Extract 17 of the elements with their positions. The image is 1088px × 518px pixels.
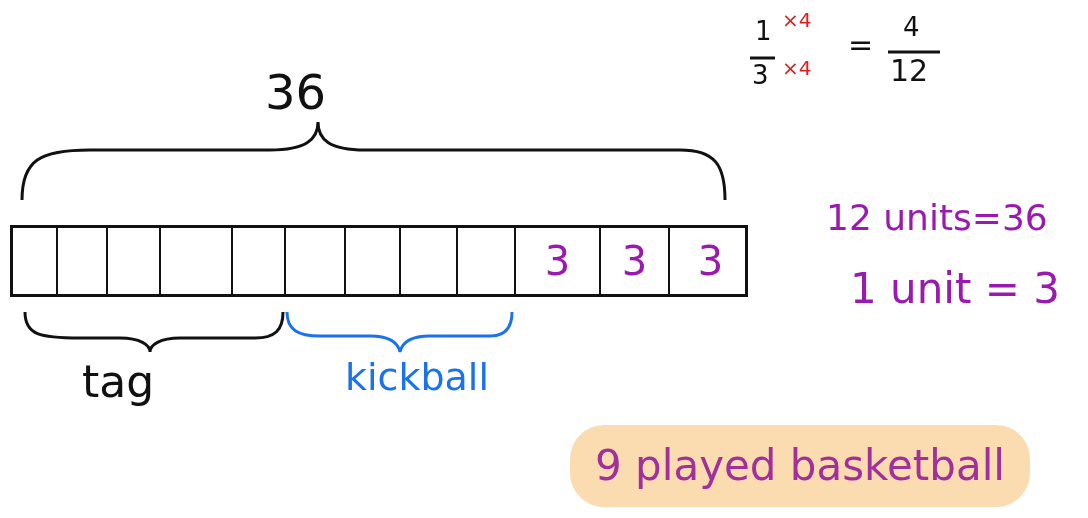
tape-bar — [10, 225, 748, 297]
part-label: kickball — [345, 358, 489, 396]
equation: 1 unit = 3 — [850, 268, 1061, 310]
tape-unit: 3 — [601, 228, 670, 294]
tape-unit: 3 — [670, 228, 751, 294]
equation: 12 units=36 — [826, 200, 1048, 236]
equals-sign: = — [848, 30, 874, 60]
fraction-denominator: 3 — [752, 62, 769, 88]
tape-unit: 3 — [516, 228, 601, 294]
fraction-denominator: 12 — [890, 56, 929, 86]
highlighted-answer: 9 played basketball — [570, 425, 1030, 507]
fraction-numerator: 4 — [903, 14, 920, 40]
multiplier: ×4 — [782, 10, 812, 30]
total-label: 36 — [265, 68, 327, 116]
fraction-numerator: 1 — [755, 18, 772, 44]
part-label: tag — [82, 360, 155, 404]
multiplier: ×4 — [782, 58, 812, 78]
